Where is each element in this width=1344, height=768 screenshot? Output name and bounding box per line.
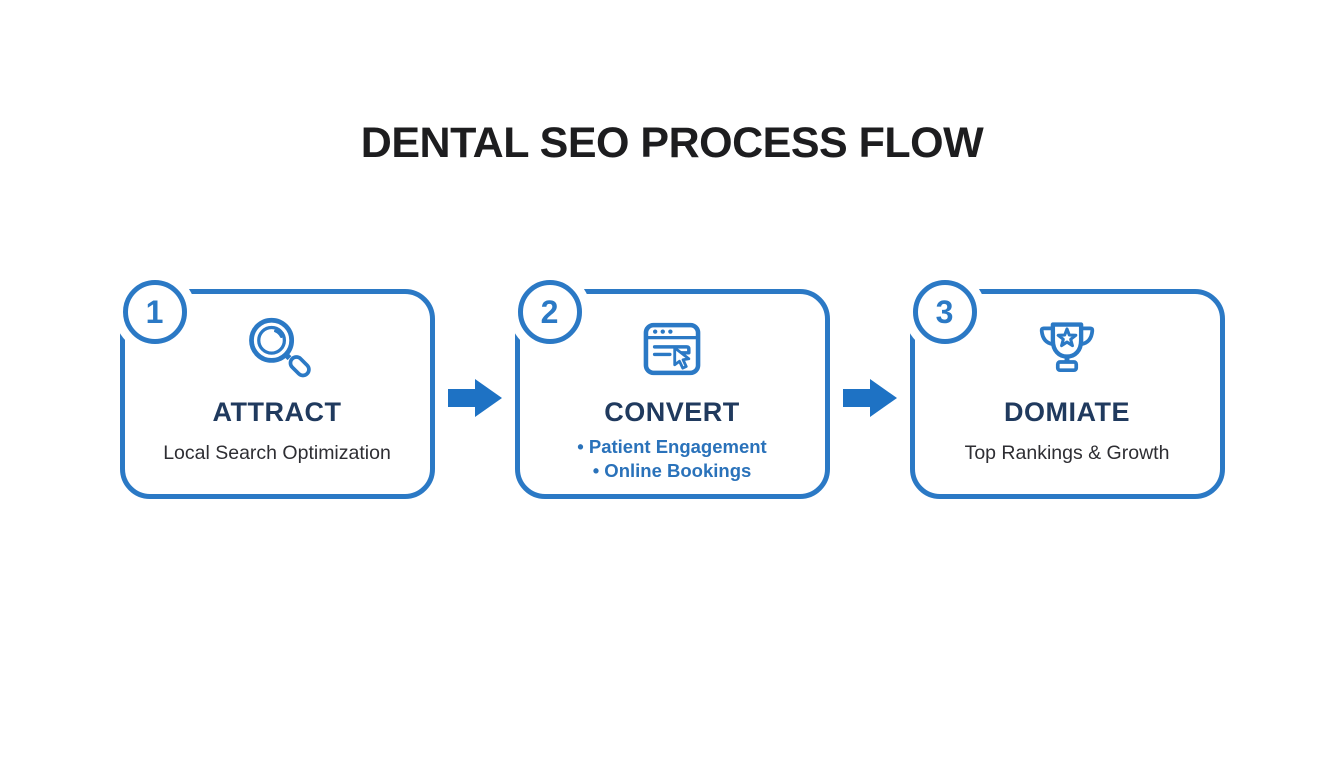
bullet-item: • Online Bookings — [592, 460, 752, 482]
step-subtitle: Local Search Optimization — [163, 442, 391, 465]
step-card-dominate: 3 DOMIATE Top Rankings & Growth — [909, 280, 1225, 499]
flow-arrow-2 — [830, 368, 910, 420]
step-title: ATTRACT — [212, 397, 342, 427]
step-card-attract: 1 ATTRACT Local Search Optimization — [119, 280, 435, 499]
step-subtitle: Top Rankings & Growth — [964, 442, 1170, 465]
browser-cursor-icon — [634, 310, 710, 388]
step-card-convert: 2 CONVERT • Patient Engagement • Online … — [514, 280, 830, 499]
step-number: 1 — [145, 294, 164, 330]
step-title: DOMIATE — [1004, 397, 1130, 427]
step-number: 2 — [540, 294, 559, 330]
step-number: 3 — [935, 294, 954, 330]
step-title: CONVERT — [604, 397, 740, 427]
trophy-icon — [1029, 310, 1105, 388]
step-number-badge: 1 — [122, 280, 187, 344]
page-title: DENTAL SEO PROCESS FLOW — [360, 119, 984, 167]
flow-arrow-1 — [435, 368, 515, 420]
step-number-badge: 2 — [517, 280, 582, 344]
bullet-item: • Patient Engagement — [577, 436, 767, 458]
process-flow: 1 ATTRACT Local Search Optimization — [0, 280, 1344, 499]
step-number-badge: 3 — [912, 280, 977, 344]
step-bullet-list: • Patient Engagement • Online Bookings — [577, 435, 766, 482]
magnifying-glass-icon — [239, 310, 315, 388]
